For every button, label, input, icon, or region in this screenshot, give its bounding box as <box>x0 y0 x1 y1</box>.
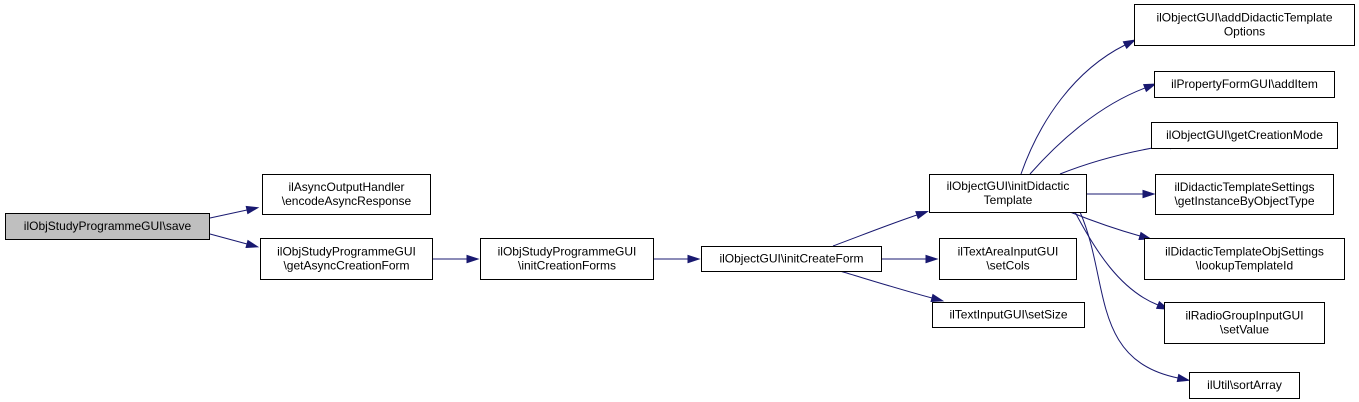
node-box <box>1151 122 1338 149</box>
node-label: ilRadioGroupInputGUI <box>1185 309 1303 323</box>
edge-line <box>209 233 248 245</box>
node-box <box>932 302 1085 328</box>
edge-arrowhead <box>1142 189 1156 199</box>
node-lookupTemplateId[interactable]: ilDidacticTemplateObjSettings\lookupTemp… <box>1144 238 1345 280</box>
edge-arrowhead <box>687 254 701 264</box>
edge-line <box>839 270 933 299</box>
edge-line <box>1069 211 1141 237</box>
edge-arrowhead <box>930 293 945 303</box>
node-label: ilObjectGUI\initCreateForm <box>719 252 863 266</box>
node-initCreateForm[interactable]: ilObjectGUI\initCreateForm <box>701 246 882 272</box>
node-encodeAsyncResponse[interactable]: ilAsyncOutputHandler\encodeAsyncResponse <box>262 174 431 215</box>
edge-arrowhead <box>1143 83 1157 93</box>
node-sortArray[interactable]: ilUtil\sortArray <box>1189 372 1300 399</box>
node-label: Options <box>1224 25 1265 39</box>
node-box <box>1154 71 1335 98</box>
edge-initDidacticTemplate-to-addItem <box>1029 83 1157 175</box>
node-box <box>5 213 210 240</box>
node-label: ilObjectGUI\getCreationMode <box>1166 128 1323 142</box>
node-box <box>1164 302 1325 344</box>
edge-line <box>1059 144 1171 175</box>
node-getAsyncCreationForm[interactable]: ilObjStudyProgrammeGUI\getAsyncCreationF… <box>260 238 433 280</box>
node-box <box>1144 238 1345 280</box>
node-setCols[interactable]: ilTextAreaInputGUI\setCols <box>939 238 1077 280</box>
node-box <box>1189 372 1300 399</box>
edge-arrowhead <box>915 210 929 220</box>
node-label: ilObjStudyProgrammeGUI <box>498 245 637 259</box>
node-label: \lookupTemplateId <box>1196 259 1293 273</box>
edge-arrowhead <box>1176 373 1191 383</box>
edge-line <box>1020 44 1126 175</box>
edge-arrowhead <box>245 205 260 215</box>
edge-initCreationForms-to-initCreateForm <box>653 254 701 264</box>
node-label: ilPropertyFormGUI\addItem <box>1171 77 1318 91</box>
edge-save-to-getAsyncCreationForm <box>209 233 260 249</box>
node-box <box>1134 4 1355 46</box>
edge-save-to-encodeAsyncResponse <box>209 205 260 219</box>
node-label: ilUtil\sortArray <box>1207 378 1282 392</box>
edge-line <box>1079 211 1179 379</box>
node-box <box>701 246 882 272</box>
edge-line <box>832 214 918 247</box>
node-setSize[interactable]: ilTextInputGUI\setSize <box>932 302 1085 328</box>
node-save[interactable]: ilObjStudyProgrammeGUI\save <box>5 213 210 240</box>
node-label: ilTextInputGUI\setSize <box>949 308 1067 322</box>
node-box <box>929 174 1087 213</box>
nodes-layer: ilObjStudyProgrammeGUI\save ilAsyncOutput… <box>5 4 1355 399</box>
node-box <box>939 238 1077 280</box>
node-addItem[interactable]: ilPropertyFormGUI\addItem <box>1154 71 1335 98</box>
edge-initDidacticTemplate-to-getInstanceByObjectType <box>1086 189 1156 199</box>
edge-arrowhead <box>466 254 480 264</box>
node-label: ilObjectGUI\addDidacticTemplate <box>1156 11 1332 25</box>
node-box <box>1155 174 1334 215</box>
node-getCreationMode[interactable]: ilObjectGUI\getCreationMode <box>1151 122 1338 149</box>
node-label: Template <box>984 193 1033 207</box>
edge-initCreateForm-to-setCols <box>881 254 939 264</box>
edge-line <box>209 209 248 219</box>
node-label: \getInstanceByObjectType <box>1174 194 1314 208</box>
edge-line <box>1029 87 1146 175</box>
node-label: ilDidacticTemplateObjSettings <box>1165 245 1324 259</box>
edges-layer <box>209 39 1191 383</box>
node-setValue[interactable]: ilRadioGroupInputGUI\setValue <box>1164 302 1325 344</box>
node-box <box>262 174 431 215</box>
node-initCreationForms[interactable]: ilObjStudyProgrammeGUI\initCreationForms <box>480 238 654 280</box>
edge-arrowhead <box>925 254 939 264</box>
edge-initDidacticTemplate-to-addDidacticTemplateOptions <box>1020 39 1137 175</box>
node-label: \setValue <box>1220 323 1269 337</box>
node-label: ilObjStudyProgrammeGUI\save <box>24 219 192 233</box>
node-label: \setCols <box>986 259 1029 273</box>
edge-arrowhead <box>1122 39 1137 50</box>
node-label: ilObjStudyProgrammeGUI <box>277 245 416 259</box>
node-box <box>480 238 654 280</box>
edge-arrowhead <box>245 239 260 249</box>
node-label: ilTextAreaInputGUI <box>958 245 1059 259</box>
node-label: ilDidacticTemplateSettings <box>1174 180 1314 194</box>
node-box <box>260 238 433 280</box>
node-label: ilObjectGUI\initDidactic <box>947 179 1070 193</box>
edge-initCreateForm-to-setSize <box>839 270 945 303</box>
node-label: \getAsyncCreationForm <box>283 259 409 273</box>
node-label: \initCreationForms <box>518 259 616 273</box>
edge-initDidacticTemplate-to-sortArray <box>1079 211 1191 383</box>
node-getInstanceByObjectType[interactable]: ilDidacticTemplateSettings\getInstanceBy… <box>1155 174 1334 215</box>
node-label: \encodeAsyncResponse <box>282 194 412 208</box>
edge-getAsyncCreationForm-to-initCreationForms <box>432 254 480 264</box>
edge-initCreateForm-to-initDidacticTemplate <box>832 210 929 247</box>
node-label: ilAsyncOutputHandler <box>288 180 404 194</box>
edge-line <box>1074 211 1159 306</box>
